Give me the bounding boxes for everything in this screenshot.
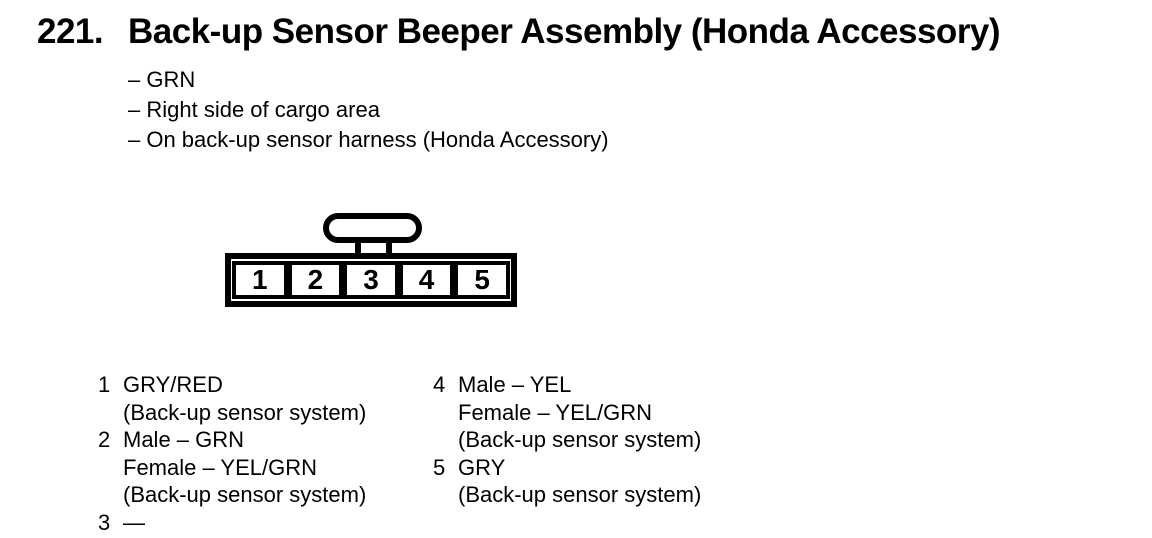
pin-system-label: (Back-up sensor system) [458,482,702,507]
pin-wire-label: Male – GRN [123,427,245,452]
pin-wire-label: GRY [458,454,506,480]
pin-wire-label: Female – YEL/GRN [458,399,653,425]
connector-cavity-4: 4 [398,261,455,299]
pin-number: 1 [98,372,111,397]
pin-entry: 5 GRY (Back-up sensor system) [433,454,701,509]
pin-system-label: (Back-up sensor system) [123,482,367,507]
connector-body: 1 2 3 4 5 [225,253,517,307]
pin-list-left-column: 1 GRY/RED (Back-up sensor system) 2 Male… [98,371,366,536]
page-title: Back-up Sensor Beeper Assembly (Honda Ac… [128,12,1001,51]
connector-diagram: 1 2 3 4 5 [225,213,517,307]
connector-cavity-5: 5 [454,261,510,299]
cavity-number: 3 [363,264,379,295]
pin-entry: 4 Male – YEL Female – YEL/GRN (Back-up s… [433,371,701,454]
pin-number: 3 [98,509,111,535]
pin-system-label: (Back-up sensor system) [123,399,367,425]
pin-list-right-column: 4 Male – YEL Female – YEL/GRN (Back-up s… [433,371,701,509]
section-number: 221. [37,12,104,51]
connector-cavity-3: 3 [343,261,399,299]
detail-list: – GRN – Right side of cargo area – On ba… [128,65,609,155]
pin-lines: GRY/RED (Back-up sensor system) [123,371,366,426]
pin-lines: Male – GRN Female – YEL/GRN (Back-up sen… [123,426,366,509]
cavity-number: 5 [474,264,490,295]
pin-system-label: (Back-up sensor system) [458,427,702,452]
detail-harness: – On back-up sensor harness (Honda Acces… [128,127,609,152]
pin-lines: — [123,509,366,537]
cavity-number: 4 [418,264,435,295]
pin-wire-label: — [123,509,145,535]
connector-latch-icon [323,213,422,253]
pin-wire-label: Male – YEL [458,372,572,397]
section-header: 221. Back-up Sensor Beeper Assembly (Hon… [37,12,1001,52]
pin-number: 5 [433,454,446,480]
detail-location: – Right side of cargo area [128,97,380,122]
pin-entry: 2 Male – GRN Female – YEL/GRN (Back-up s… [98,426,366,509]
cavity-number: 1 [252,264,268,295]
pin-wire-label: GRY/RED [123,372,223,397]
detail-wire-color: – GRN [128,67,196,92]
pin-number: 2 [98,427,111,452]
pin-number: 4 [433,372,446,397]
connector-cavity-2: 2 [287,261,344,299]
pin-lines: GRY (Back-up sensor system) [458,454,701,509]
cavity-number: 2 [307,264,324,295]
pin-entry: 1 GRY/RED (Back-up sensor system) [98,371,366,426]
pin-wire-label: Female – YEL/GRN [123,454,318,480]
pin-entry: 3 — [98,509,366,537]
connector-cavity-1: 1 [232,261,288,299]
pin-lines: Male – YEL Female – YEL/GRN (Back-up sen… [458,371,701,454]
